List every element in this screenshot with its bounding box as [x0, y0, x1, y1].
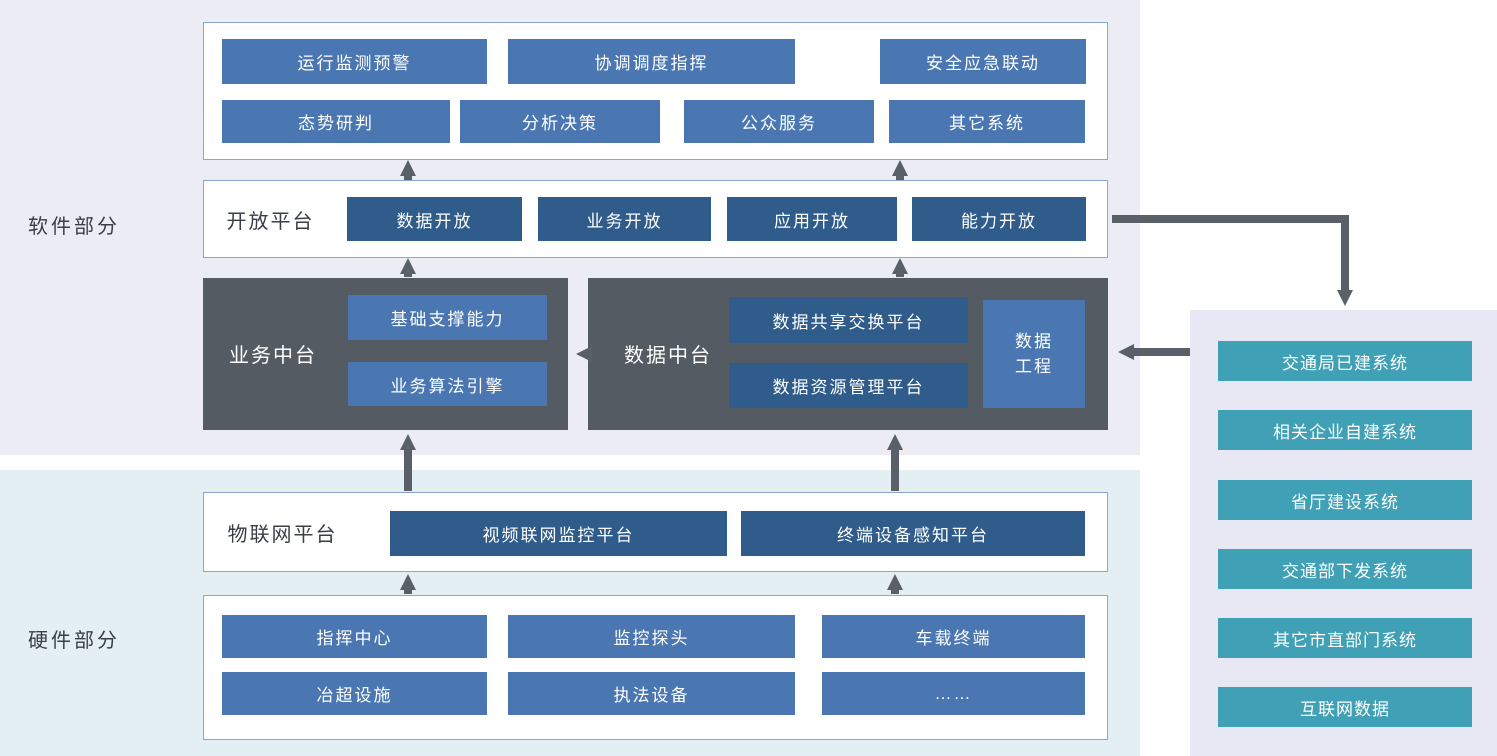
data-platform-title: 数据中台 — [624, 344, 712, 367]
hw-item-overload-control-facility: 冶超设施 — [222, 672, 487, 715]
external-item-ministry-issued-systems: 交通部下发系统 — [1218, 549, 1472, 589]
iot-platform-title: 物联网平台 — [227, 524, 338, 546]
open-item-business-open: 业务开放 — [538, 197, 711, 241]
app-item-analysis-decision: 分析决策 — [460, 100, 660, 143]
app-item-public-service: 公众服务 — [684, 100, 874, 143]
open-item-application-open: 应用开放 — [727, 197, 897, 241]
external-item-enterprise-self-built-systems: 相关企业自建系统 — [1218, 410, 1472, 450]
data-item-sharing-exchange: 数据共享交换平台 — [729, 297, 968, 343]
data-item-data-engineering: 数据 工程 — [983, 300, 1085, 408]
external-item-provincial-systems: 省厅建设系统 — [1218, 480, 1472, 520]
external-item-transport-bureau-systems: 交通局已建系统 — [1218, 341, 1472, 381]
external-systems-panel — [1190, 310, 1497, 756]
business-item-algorithm-engine: 业务算法引擎 — [348, 362, 547, 406]
iot-item-terminal-sensing-platform: 终端设备感知平台 — [741, 511, 1085, 556]
open-item-data-open: 数据开放 — [347, 197, 522, 241]
business-platform-title: 业务中台 — [229, 344, 317, 367]
business-item-support-capability: 基础支撑能力 — [348, 295, 547, 340]
hw-item-vehicle-terminal: 车载终端 — [822, 615, 1085, 658]
hw-item-surveillance-camera: 监控探头 — [508, 615, 795, 658]
app-item-emergency-linkage: 安全应急联动 — [880, 39, 1086, 84]
external-item-internet-data: 互联网数据 — [1218, 687, 1472, 727]
hw-item-ellipsis: …… — [822, 672, 1085, 715]
app-item-situation-analysis: 态势研判 — [222, 100, 450, 143]
iot-item-video-monitor-platform: 视频联网监控平台 — [390, 511, 727, 556]
external-item-other-city-department-systems: 其它市直部门系统 — [1218, 618, 1472, 658]
app-item-monitor-warning: 运行监测预警 — [222, 39, 487, 84]
arrow-open-to-external-elbow — [1112, 215, 1353, 306]
hw-item-command-center: 指挥中心 — [222, 615, 487, 658]
app-item-dispatch-command: 协调调度指挥 — [508, 39, 795, 84]
software-part-label: 软件部分 — [28, 216, 120, 238]
open-item-capability-open: 能力开放 — [912, 197, 1086, 241]
hardware-part-label: 硬件部分 — [28, 630, 120, 652]
open-platform-title: 开放平台 — [226, 211, 315, 233]
hw-item-law-enforcement-device: 执法设备 — [508, 672, 795, 715]
app-item-other-systems: 其它系统 — [889, 100, 1085, 143]
data-item-resource-management: 数据资源管理平台 — [729, 363, 968, 408]
